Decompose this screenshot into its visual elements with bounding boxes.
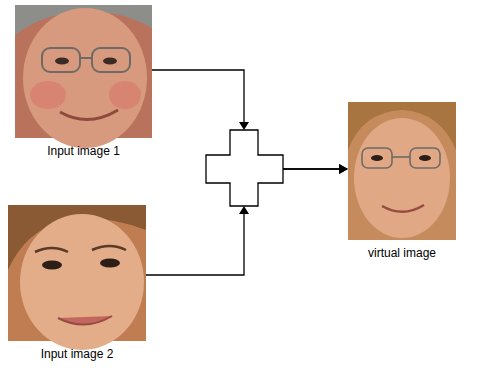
image-caption: Input image 2 (6, 347, 148, 361)
brow (92, 246, 126, 250)
brow (35, 248, 68, 252)
image-caption: virtual image (346, 246, 458, 260)
image-frame (348, 102, 456, 240)
photo-ground (348, 102, 456, 240)
glasses (92, 48, 130, 72)
glasses (362, 148, 392, 168)
image-frame (15, 5, 152, 138)
image-caption: Input image 1 (13, 144, 154, 158)
mouth (58, 316, 112, 325)
connector-line (146, 169, 340, 275)
arrow-head (239, 206, 249, 214)
eye (419, 155, 431, 161)
face (20, 214, 144, 350)
cheek (109, 81, 141, 109)
eye (100, 259, 120, 268)
image-node: virtual image (346, 102, 458, 260)
glasses (80, 57, 92, 59)
image-node: Input image 2 (6, 205, 148, 361)
connector (152, 70, 348, 174)
eye (103, 58, 117, 65)
face (354, 118, 450, 238)
face-photo (15, 5, 152, 148)
face-photo (8, 205, 146, 350)
eye (371, 155, 383, 161)
arrow-head (239, 122, 249, 130)
connector (146, 164, 348, 275)
eye (42, 261, 62, 270)
glasses (392, 156, 410, 158)
image-node: Input image 1 (13, 5, 154, 158)
arrow-head (339, 164, 348, 174)
arrow-head (339, 164, 348, 174)
face (23, 8, 147, 148)
mouth (382, 205, 424, 212)
cheek (30, 81, 66, 109)
glasses (410, 148, 440, 168)
glasses (42, 48, 80, 72)
plus-symbol (206, 130, 283, 206)
connector-line (152, 70, 340, 169)
image-frame (8, 205, 146, 341)
eye (55, 58, 69, 65)
mouth (60, 110, 118, 120)
face-photo (348, 102, 456, 240)
